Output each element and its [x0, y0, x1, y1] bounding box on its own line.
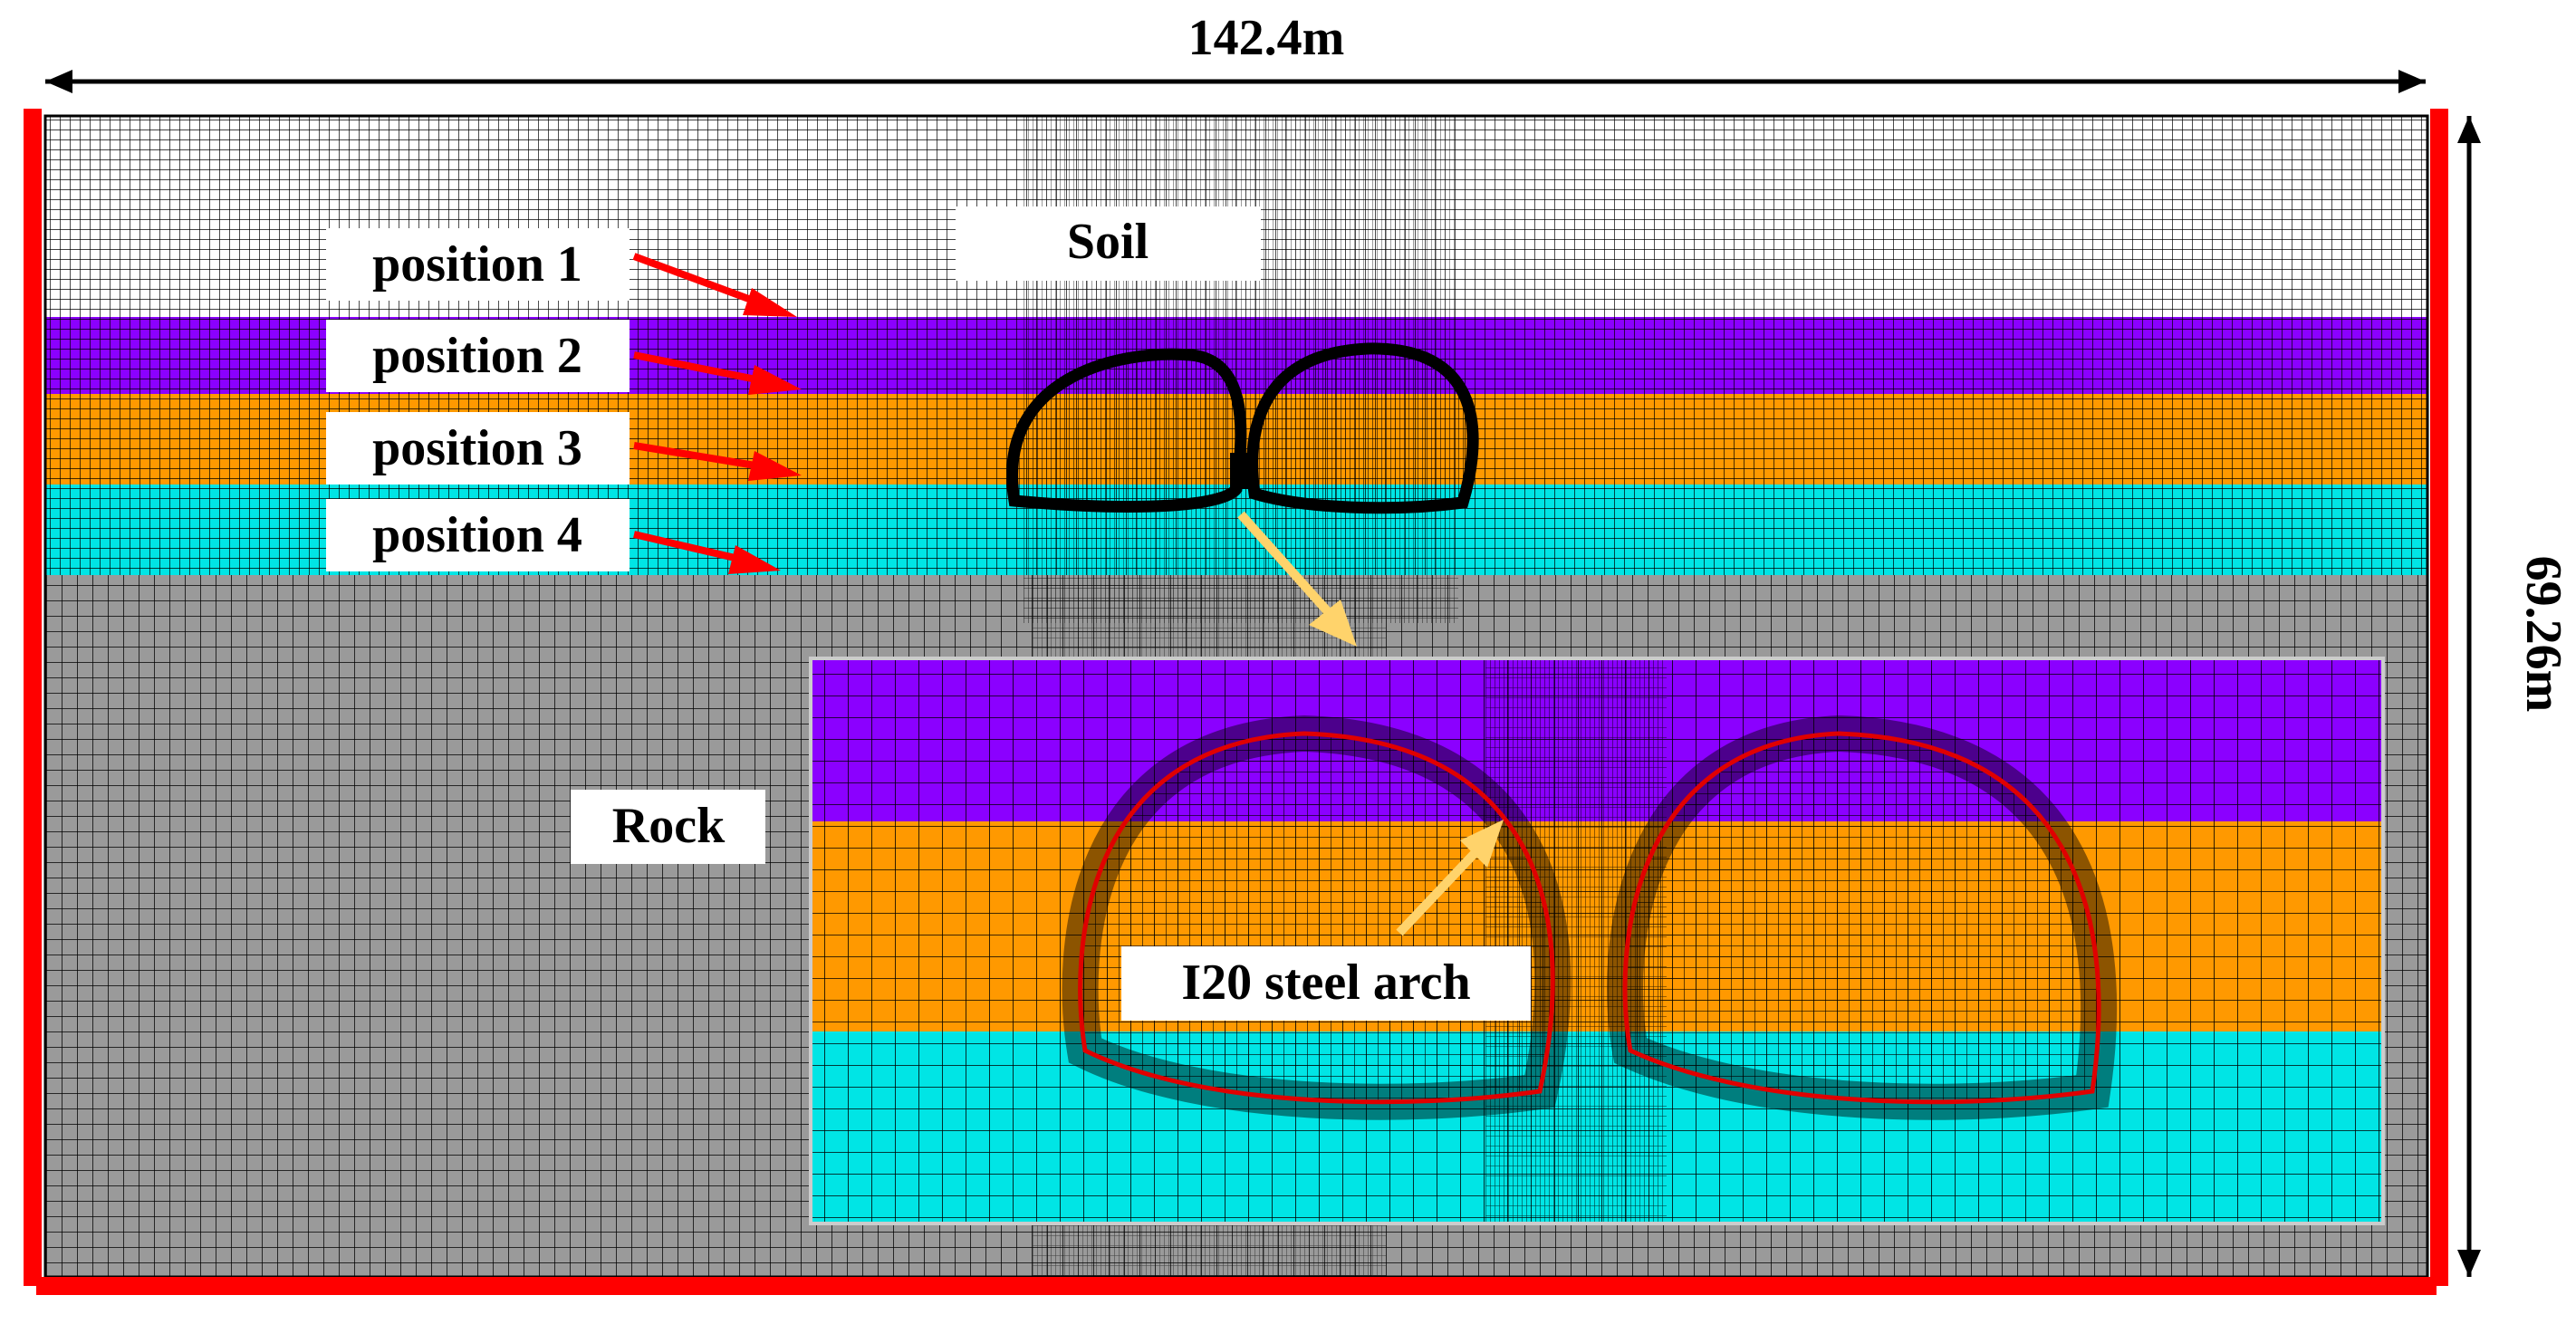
- zoom-callout-arrow: [1237, 511, 1357, 647]
- rock-label: Rock: [612, 798, 726, 854]
- inset-left-steel-arch: [1078, 731, 1555, 1105]
- position-3-label: position 3: [372, 420, 582, 476]
- steel-arch-label: I20 steel arch: [1181, 955, 1470, 1011]
- right-tunnel-lining: [1246, 342, 1479, 514]
- inset-right-steel-arch: [1622, 731, 2101, 1105]
- inset-right-tunnel: [1607, 715, 2118, 1120]
- width-dimension-label: 142.4m: [1188, 10, 1345, 66]
- soil-label: Soil: [1067, 214, 1149, 270]
- left-tunnel-lining: [1006, 348, 1247, 513]
- position-4-label: position 4: [372, 507, 582, 563]
- dimension-width: 142.4m: [45, 10, 2426, 93]
- position-arrows: [632, 253, 802, 574]
- boundary-constraints: [24, 109, 2448, 1295]
- position-2-label: position 2: [372, 328, 582, 384]
- rock-label-box: Rock: [571, 790, 765, 864]
- position-1-label: position 1: [372, 236, 582, 293]
- inset-zoom: I20 steel arch: [809, 657, 2385, 1225]
- height-dimension-label: 69.26m: [2515, 556, 2571, 713]
- position-labels: position 1 position 2 position 3 positio…: [326, 228, 802, 574]
- soil-label-box: Soil: [956, 206, 1261, 281]
- inset-left-tunnel: [1062, 715, 1572, 1120]
- dimension-height: 69.26m: [2457, 116, 2571, 1277]
- steel-arch-callout: I20 steel arch: [1121, 820, 1531, 1021]
